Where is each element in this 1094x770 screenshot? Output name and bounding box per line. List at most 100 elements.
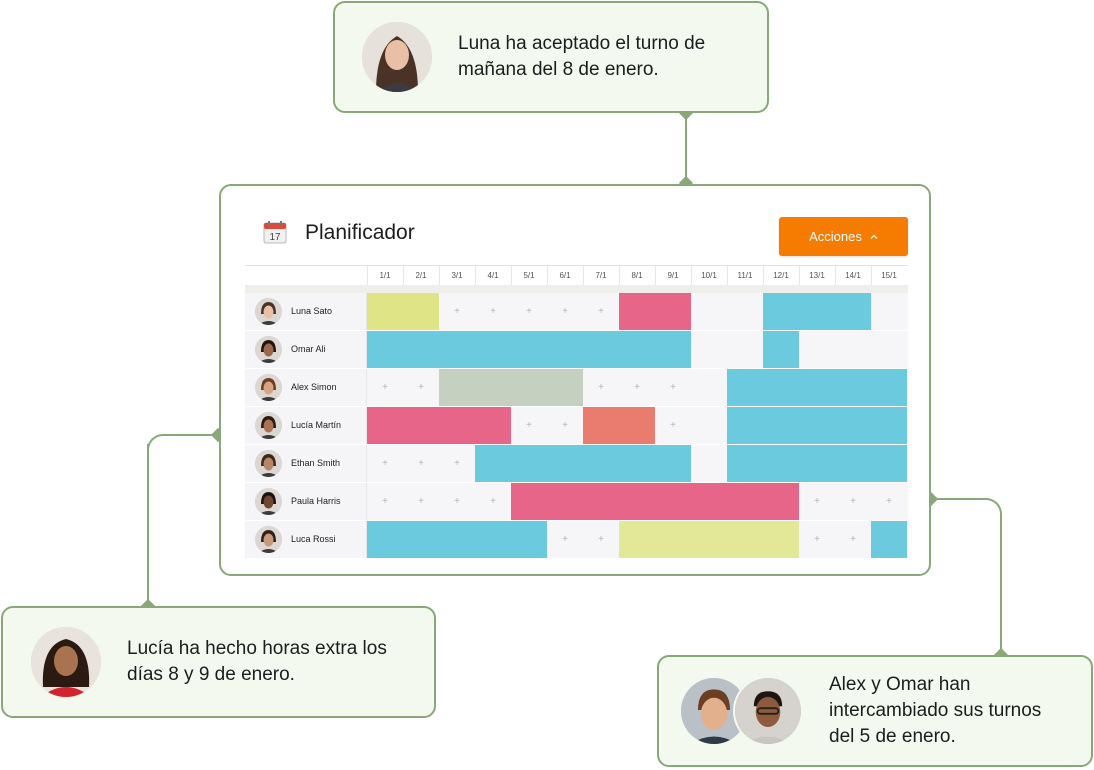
shift-block[interactable] — [619, 521, 799, 558]
employee-row: Ethan Smith + + + — [245, 445, 908, 482]
shift-block[interactable] — [367, 407, 511, 444]
date-label: 1/1 — [379, 271, 391, 280]
date-separator — [547, 266, 548, 285]
callout-left-line1: Lucía ha hecho horas extra los — [127, 638, 387, 659]
employee-avatar — [255, 488, 282, 515]
shift-block[interactable] — [511, 483, 799, 520]
add-shift-icon[interactable]: + — [526, 420, 532, 431]
add-shift-icon[interactable]: + — [418, 382, 424, 393]
add-shift-icon[interactable]: + — [814, 534, 820, 545]
employee-name-cell[interactable]: Luna Sato — [245, 293, 367, 330]
employee-row: Alex Simon + + + + + — [245, 369, 908, 406]
actions-button-label: Acciones — [809, 229, 862, 244]
callout-right-line3: del 5 de enero. — [829, 726, 956, 747]
employee-avatar — [255, 526, 282, 553]
employee-avatar — [255, 374, 282, 401]
shift-block[interactable] — [583, 407, 655, 444]
date-label: 14/1 — [845, 271, 861, 280]
add-shift-icon[interactable]: + — [670, 420, 676, 431]
callout-left-line2: días 8 y 9 de enero. — [127, 664, 295, 685]
shift-block[interactable] — [367, 293, 439, 330]
date-separator — [835, 266, 836, 285]
add-shift-icon[interactable]: + — [634, 382, 640, 393]
callout-top-line2: mañana del 8 de enero. — [458, 59, 659, 80]
add-shift-icon[interactable]: + — [670, 382, 676, 393]
add-shift-icon[interactable]: + — [886, 496, 892, 507]
employee-name-cell[interactable]: Omar Ali — [245, 331, 367, 368]
add-shift-icon[interactable]: + — [454, 458, 460, 469]
shift-block[interactable] — [727, 445, 907, 482]
date-label: 13/1 — [809, 271, 825, 280]
employee-name-cell[interactable]: Luca Rossi — [245, 521, 367, 558]
connector-left-vertical — [147, 444, 149, 606]
shift-block[interactable] — [475, 445, 691, 482]
callout-top-line1: Luna ha aceptado el turno de — [458, 33, 706, 54]
shift-block[interactable] — [367, 331, 691, 368]
shift-block[interactable] — [727, 369, 907, 406]
employee-row: Paula Harris + + + + + + + — [245, 483, 908, 520]
shift-block[interactable] — [439, 369, 583, 406]
shift-block[interactable] — [763, 331, 799, 368]
date-label: 2/1 — [415, 271, 427, 280]
date-label: 12/1 — [773, 271, 789, 280]
add-shift-icon[interactable]: + — [382, 382, 388, 393]
connector-right-vertical — [1000, 515, 1002, 655]
shift-block[interactable] — [727, 407, 907, 444]
date-separator — [475, 266, 476, 285]
add-shift-icon[interactable]: + — [418, 458, 424, 469]
add-shift-icon[interactable]: + — [490, 496, 496, 507]
shift-block[interactable] — [619, 293, 691, 330]
callout-right-text: Alex y Omar han intercambiado sus turnos… — [829, 672, 1041, 750]
add-shift-icon[interactable]: + — [454, 496, 460, 507]
avatar-luna — [362, 22, 432, 92]
employee-avatar — [255, 298, 282, 325]
add-shift-icon[interactable]: + — [850, 534, 856, 545]
add-shift-icon[interactable]: + — [418, 496, 424, 507]
add-shift-icon[interactable]: + — [382, 496, 388, 507]
date-label: 15/1 — [881, 271, 897, 280]
add-shift-icon[interactable]: + — [814, 496, 820, 507]
add-shift-icon[interactable]: + — [526, 306, 532, 317]
date-label: 9/1 — [667, 271, 679, 280]
employee-avatar — [255, 412, 282, 439]
add-shift-icon[interactable]: + — [490, 306, 496, 317]
date-header-subrow — [245, 285, 908, 293]
add-shift-icon[interactable]: + — [562, 534, 568, 545]
add-shift-icon[interactable]: + — [562, 306, 568, 317]
employee-name: Paula Harris — [291, 496, 341, 506]
avatar-pair — [679, 676, 803, 746]
shift-block[interactable] — [763, 293, 871, 330]
add-shift-icon[interactable]: + — [850, 496, 856, 507]
date-label: 11/1 — [737, 271, 753, 280]
date-label: 4/1 — [487, 271, 499, 280]
avatar-lucia — [31, 627, 101, 697]
callout-alex-omar-swap: Alex y Omar han intercambiado sus turnos… — [657, 655, 1093, 767]
shift-block[interactable] — [367, 521, 547, 558]
employee-name-cell[interactable]: Alex Simon — [245, 369, 367, 406]
add-shift-icon[interactable]: + — [382, 458, 388, 469]
add-shift-icon[interactable]: + — [598, 534, 604, 545]
calendar-icon-day: 17 — [269, 232, 281, 243]
add-shift-icon[interactable]: + — [454, 306, 460, 317]
date-label: 10/1 — [701, 271, 717, 280]
date-separator — [367, 266, 368, 285]
date-separator — [511, 266, 512, 285]
date-separator — [619, 266, 620, 285]
shift-block[interactable] — [871, 521, 907, 558]
date-separator — [799, 266, 800, 285]
callout-lucia-overtime: Lucía ha hecho horas extra los días 8 y … — [1, 606, 436, 718]
employee-name-cell[interactable]: Ethan Smith — [245, 445, 367, 482]
chevron-up-icon — [870, 234, 878, 239]
employee-name-cell[interactable]: Lucía Martín — [245, 407, 367, 444]
connector-top — [685, 113, 687, 184]
add-shift-icon[interactable]: + — [562, 420, 568, 431]
callout-right-line1: Alex y Omar han — [829, 674, 971, 695]
add-shift-icon[interactable]: + — [598, 306, 604, 317]
employee-name-cell[interactable]: Paula Harris — [245, 483, 367, 520]
actions-button[interactable]: Acciones — [779, 217, 908, 256]
add-shift-icon[interactable]: + — [598, 382, 604, 393]
connector-left-corner — [147, 434, 165, 452]
employee-avatar — [255, 336, 282, 363]
